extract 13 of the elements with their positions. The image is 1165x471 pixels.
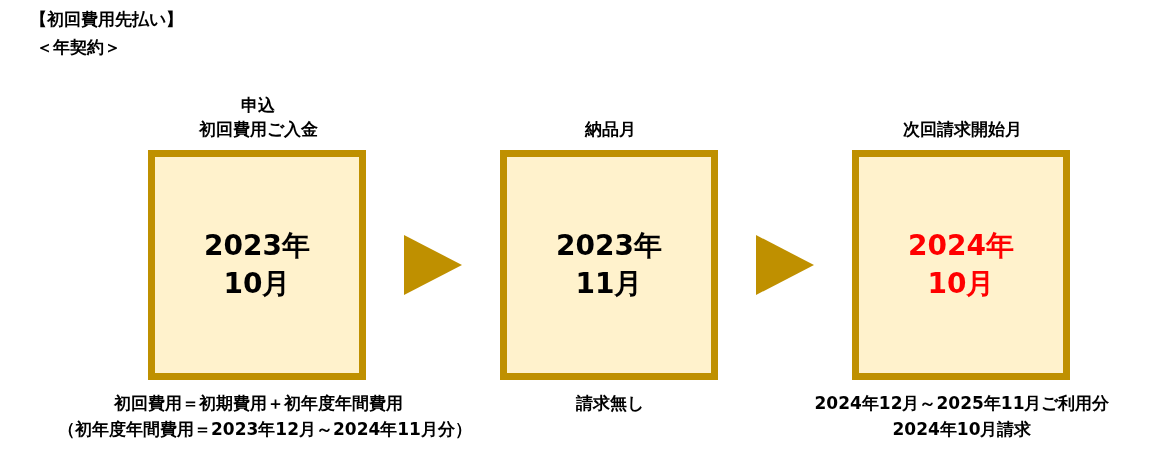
note: 2024年10月請求 (891, 418, 1033, 441)
subtitle: ＜年契約＞ (36, 36, 121, 59)
title: 【初回費用先払い】 (30, 8, 183, 31)
heading: 初回費用ご入金 (197, 118, 319, 141)
heading: 申込 (240, 94, 276, 117)
box-text: 2023年11月 (555, 228, 663, 302)
note: 請求無し (575, 392, 645, 415)
box-text: 2023年10月 (203, 228, 311, 302)
heading: 次回請求開始月 (901, 118, 1023, 141)
note: 2024年12月～2025年11月ご利用分 (813, 392, 1111, 415)
heading: 納品月 (583, 118, 637, 141)
box-text: 2024年10月 (907, 228, 1015, 302)
note: 初回費用＝初期費用＋初年度年間費用 (112, 392, 404, 415)
